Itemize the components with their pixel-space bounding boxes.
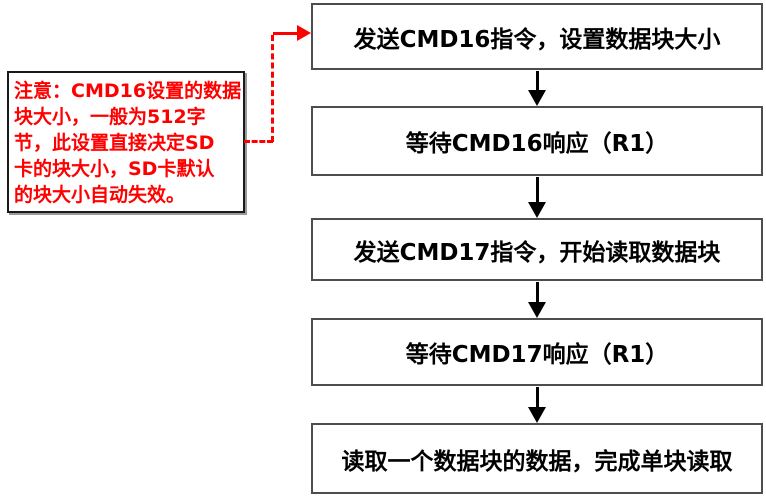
down-arrow-icon: [528, 177, 546, 218]
note-connector-arrowhead-icon: [297, 25, 311, 41]
note-line: 块大小，一般为512字: [14, 106, 206, 128]
arrowhead-icon: [528, 407, 546, 423]
arrowhead-icon: [528, 202, 546, 218]
arrow-shaft: [535, 177, 539, 202]
arrow-shaft: [535, 71, 539, 90]
arrowhead-icon: [528, 302, 546, 318]
step-label: 读取一个数据块的数据，完成单块读取: [341, 448, 733, 475]
step-label: 等待CMD17响应（R1）: [405, 342, 669, 368]
step-send-cmd17: 发送CMD17指令，开始读取数据块: [311, 218, 763, 281]
down-arrow-icon: [528, 282, 546, 318]
down-arrow-icon: [528, 387, 546, 423]
note-line: 节，此设置直接决定SD: [14, 132, 215, 154]
step-label: 发送CMD16指令，设置数据块大小: [353, 26, 721, 53]
step-wait-cmd17-response: 等待CMD17响应（R1）: [311, 318, 763, 386]
note-line: 注意：CMD16设置的数据: [14, 80, 242, 102]
step-wait-cmd16-response: 等待CMD16响应（R1）: [311, 106, 763, 176]
note-line: 卡的块大小，SD卡默认: [14, 158, 215, 180]
step-send-cmd16: 发送CMD16指令，设置数据块大小: [311, 3, 763, 70]
note-connector-dashed-horizontal-segment: [244, 140, 273, 143]
note-box: 注意：CMD16设置的数据 块大小，一般为512字 节，此设置直接决定SD 卡的…: [7, 71, 245, 213]
step-label: 发送CMD17指令，开始读取数据块: [353, 239, 721, 266]
note-line: 的块大小自动失效。: [14, 184, 186, 206]
step-label: 等待CMD16响应（R1）: [405, 131, 669, 157]
note-connector-dashed-vertical-segment: [271, 35, 274, 142]
arrow-shaft: [535, 282, 539, 302]
step-read-data-block: 读取一个数据块的数据，完成单块读取: [311, 423, 763, 494]
note-connector-solid-segment: [273, 32, 298, 35]
arrowhead-icon: [528, 90, 546, 106]
arrow-shaft: [535, 387, 539, 407]
down-arrow-icon: [528, 71, 546, 106]
